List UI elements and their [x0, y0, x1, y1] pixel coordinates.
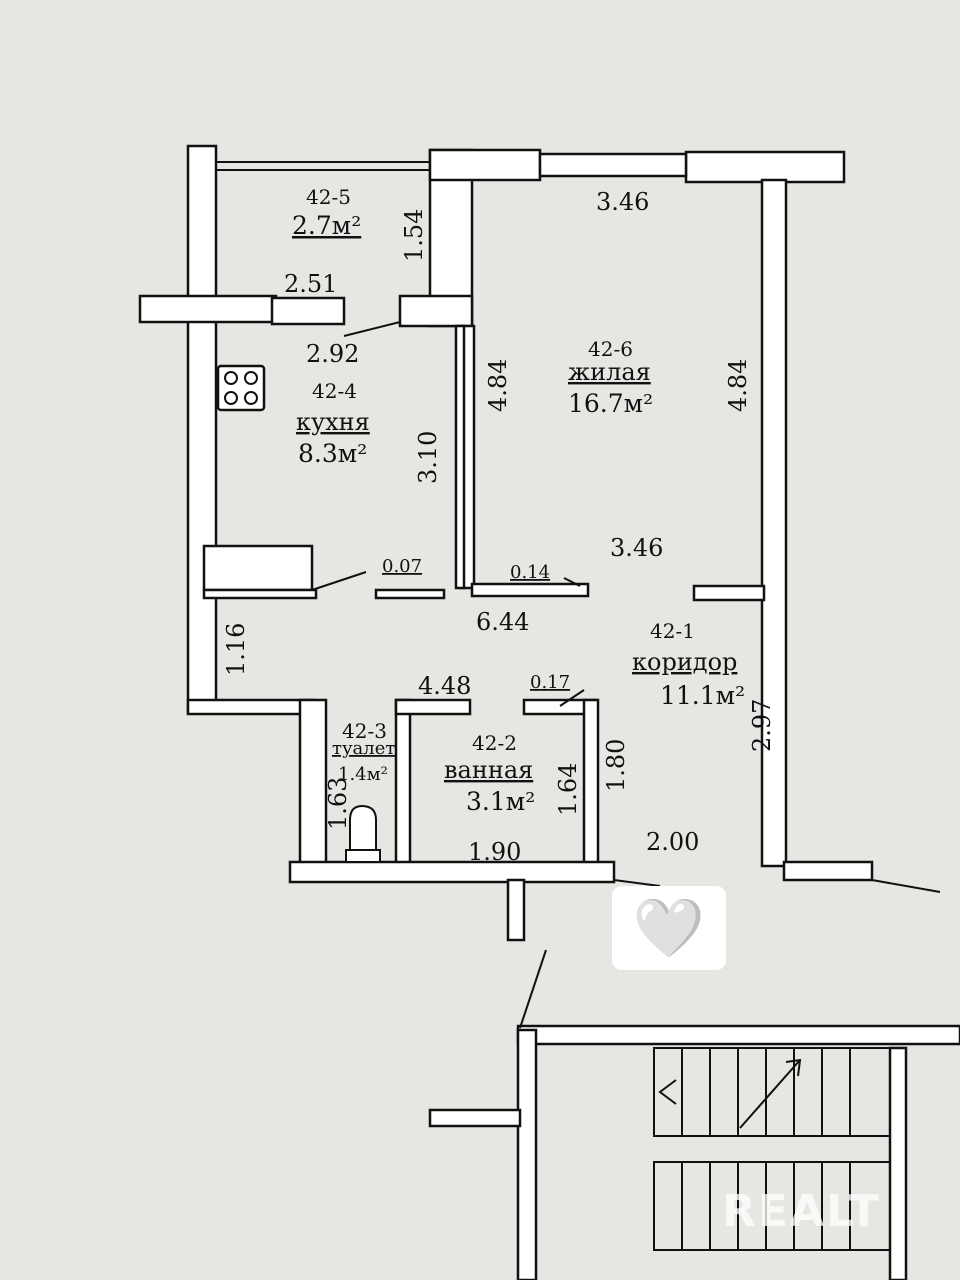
corridor-name: коридор	[632, 648, 737, 676]
door-leader-kitchen	[343, 321, 401, 337]
stair-side-wall	[888, 1046, 908, 1280]
kitchen-code: 42-4	[312, 379, 357, 403]
stair-door-swing	[519, 949, 547, 1029]
wall-bath-right	[582, 698, 600, 868]
toilet-area: 1.4м²	[338, 764, 388, 785]
stair-wall-left	[516, 1028, 538, 1280]
dim-balcony-width: 2.51	[284, 270, 337, 298]
balcony-area: 2.7м²	[292, 211, 361, 240]
toilet-icon	[345, 804, 381, 863]
wall-left-outer	[186, 144, 218, 714]
living-code: 42-6	[588, 337, 633, 361]
bath-name: ванная	[444, 756, 533, 784]
kitchen-area: 8.3м²	[298, 439, 367, 468]
door-swing-kitchen	[311, 571, 367, 591]
wall-kitchen-bottom-right	[374, 588, 446, 600]
dim-bath-side: 1.64	[554, 763, 582, 816]
wall-bottom	[288, 860, 616, 884]
wall-toilet-right	[394, 698, 412, 868]
toilet-code: 42-3	[342, 719, 387, 743]
wall-stub	[506, 878, 526, 942]
wall-kitchen-bottom-left	[202, 588, 318, 600]
wall-bath-top-left	[394, 698, 472, 716]
wall-bottom-right	[782, 860, 874, 882]
dim-door-kitchen: 0.07	[382, 556, 422, 577]
dim-living-bottom: 3.46	[610, 534, 663, 562]
wall-balcony-sill	[138, 294, 278, 324]
dim-kitchen-side: 3.10	[414, 431, 442, 484]
dim-living-right: 4.84	[724, 359, 752, 412]
corridor-area: 11.1м²	[660, 681, 745, 710]
dim-toilet-side: 1.63	[324, 777, 352, 830]
favorite-heart-button[interactable]: 🤍	[612, 886, 726, 970]
wall-living-bottom	[470, 582, 590, 598]
kitchen-name: кухня	[296, 408, 370, 436]
dim-balcony-side: 1.54	[400, 209, 428, 262]
dim-living-left: 4.84	[484, 359, 512, 412]
wall-living-bottom-right	[692, 584, 766, 602]
white-heart-icon: 🤍	[632, 894, 706, 962]
dim-bath-side-outer: 1.80	[602, 739, 630, 792]
door-swing-bath	[559, 689, 585, 707]
dim-door-bath: 0.17	[530, 672, 570, 693]
wall-top-right-block	[684, 150, 846, 184]
dim-door-living: 0.14	[510, 562, 550, 583]
stair-wall-top	[516, 1024, 960, 1046]
stair-ledge	[428, 1108, 522, 1128]
dim-corridor-bottom: 2.00	[646, 828, 699, 856]
living-name: жилая	[568, 358, 651, 386]
wall-right-outer	[760, 178, 788, 868]
toilet-name: туалет	[332, 738, 395, 759]
bath-code: 42-2	[472, 731, 517, 755]
wall-top-left-block	[428, 148, 542, 182]
window-top	[538, 152, 688, 178]
wall-corridor-left	[186, 698, 316, 716]
dim-corridor-long: 6.44	[476, 608, 529, 636]
dim-bath-bottom: 1.90	[468, 838, 521, 866]
wall-kitchen-right	[454, 324, 466, 590]
living-area: 16.7м²	[568, 389, 653, 418]
dim-corridor-right: 2.97	[748, 699, 776, 752]
dim-corridor-left: 1.16	[222, 623, 250, 676]
corridor-code: 42-1	[650, 619, 695, 643]
dim-kitchen-top: 2.92	[306, 340, 359, 368]
watermark-logo: REALT	[722, 1186, 881, 1237]
bath-area: 3.1м²	[466, 787, 535, 816]
door-swing-living	[563, 577, 581, 587]
door-swing-right	[871, 879, 941, 893]
window-kitchen	[270, 296, 346, 326]
stove-icon	[216, 364, 266, 412]
kitchen-counter	[202, 544, 314, 592]
dim-living-top: 3.46	[596, 188, 649, 216]
stair-treads	[658, 1048, 851, 1250]
balcony-code: 42-5	[306, 185, 351, 209]
wall-kitchen-corner	[398, 294, 474, 328]
dim-hall-width: 4.48	[418, 672, 471, 700]
door-swing-entry	[613, 879, 661, 887]
wall-toilet-left	[298, 698, 328, 868]
